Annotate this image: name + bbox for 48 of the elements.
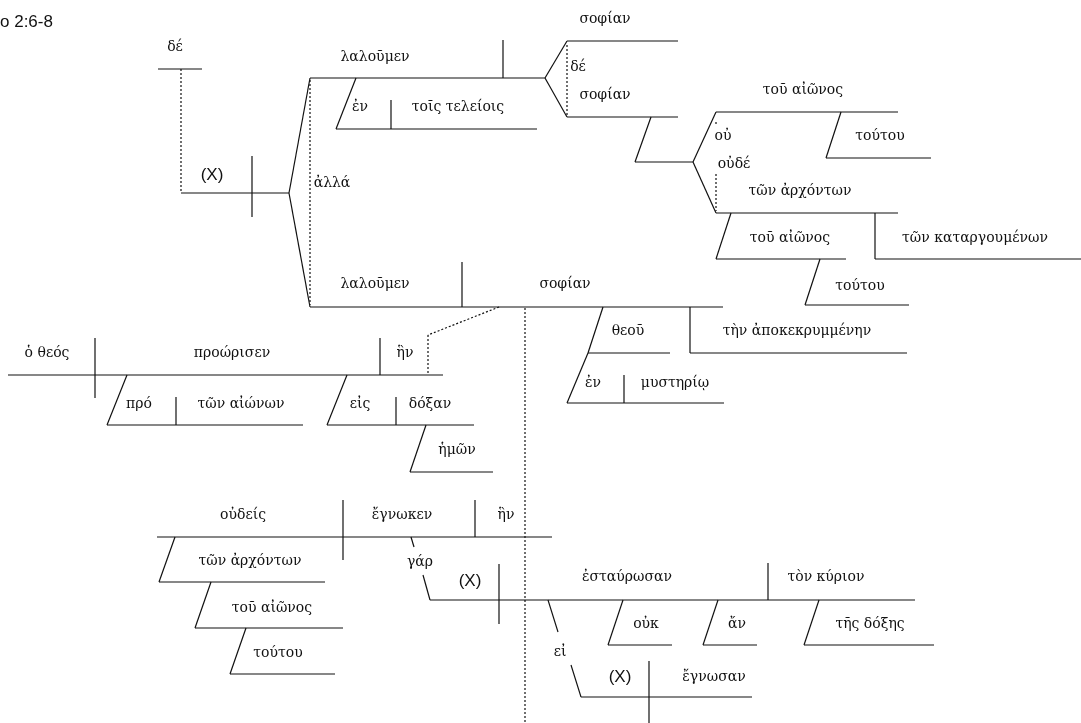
greek-word: σοφίαν: [579, 87, 631, 101]
greek-word: λαλοῦμεν: [340, 276, 410, 290]
greek-word: ἔγνωκεν: [371, 507, 433, 521]
greek-word: ἀλλά: [313, 175, 351, 189]
greek-word: δόξαν: [408, 396, 452, 410]
greek-word: τῶν ἀρχόντων: [748, 183, 852, 197]
greek-word: δέ: [570, 59, 586, 73]
greek-word: σοφίαν: [579, 11, 631, 25]
greek-word: τούτου: [855, 128, 905, 142]
implied-subject: (X): [200, 165, 224, 183]
greek-word: ἡμῶν: [438, 442, 476, 456]
greek-word: ἔγνωσαν: [682, 669, 746, 683]
greek-word: εἰ: [553, 644, 567, 658]
greek-word: τούτου: [835, 278, 885, 292]
greek-word: τοῖς τελείοις: [411, 99, 505, 113]
greek-word: προώρισεν: [193, 345, 271, 359]
greek-word: τὴν ἀποκεκρυμμένην: [722, 323, 872, 337]
implied-subject: (X): [458, 571, 482, 589]
greek-word: τοῦ αἰῶνος: [762, 82, 844, 96]
greek-word: λαλοῦμεν: [340, 49, 410, 63]
greek-word: οὐκ: [633, 616, 659, 630]
greek-word: οὐδέ: [717, 156, 751, 170]
greek-word: τῶν ἀρχόντων: [198, 553, 302, 567]
greek-word: τῶν αἰώνων: [197, 396, 285, 410]
greek-word: δέ: [167, 39, 183, 53]
greek-word: τῶν καταργουμένων: [902, 230, 1048, 244]
greek-word: σοφίαν: [539, 276, 591, 290]
greek-word: εἰς: [349, 396, 371, 410]
greek-word: οὐ: [714, 128, 732, 142]
greek-word: οὐδείς: [220, 507, 266, 521]
implied-subject: (X): [608, 667, 632, 685]
greek-word: μυστηρίῳ: [640, 375, 710, 389]
greek-word: ὁ θεός: [24, 345, 70, 359]
greek-word: τοῦ αἰῶνος: [231, 600, 313, 614]
greek-word: ἄν: [728, 616, 746, 630]
greek-word: τῆς δόξης: [835, 616, 905, 630]
greek-word: ἐν: [352, 99, 368, 113]
greek-word: ἣν: [396, 345, 414, 359]
greek-word: τὸν κύριον: [787, 569, 865, 583]
greek-word: ἐν: [585, 375, 601, 389]
greek-word: ἣν: [497, 507, 515, 521]
greek-word: πρό: [126, 396, 152, 410]
greek-word: θεοῦ: [611, 323, 645, 337]
passage-reference: o 2:6-8: [0, 12, 53, 32]
greek-word: τοῦ αἰῶνος: [749, 230, 831, 244]
greek-word: ἐσταύρωσαν: [582, 569, 672, 583]
greek-word: γάρ: [406, 554, 434, 568]
greek-word: τούτου: [253, 645, 303, 659]
